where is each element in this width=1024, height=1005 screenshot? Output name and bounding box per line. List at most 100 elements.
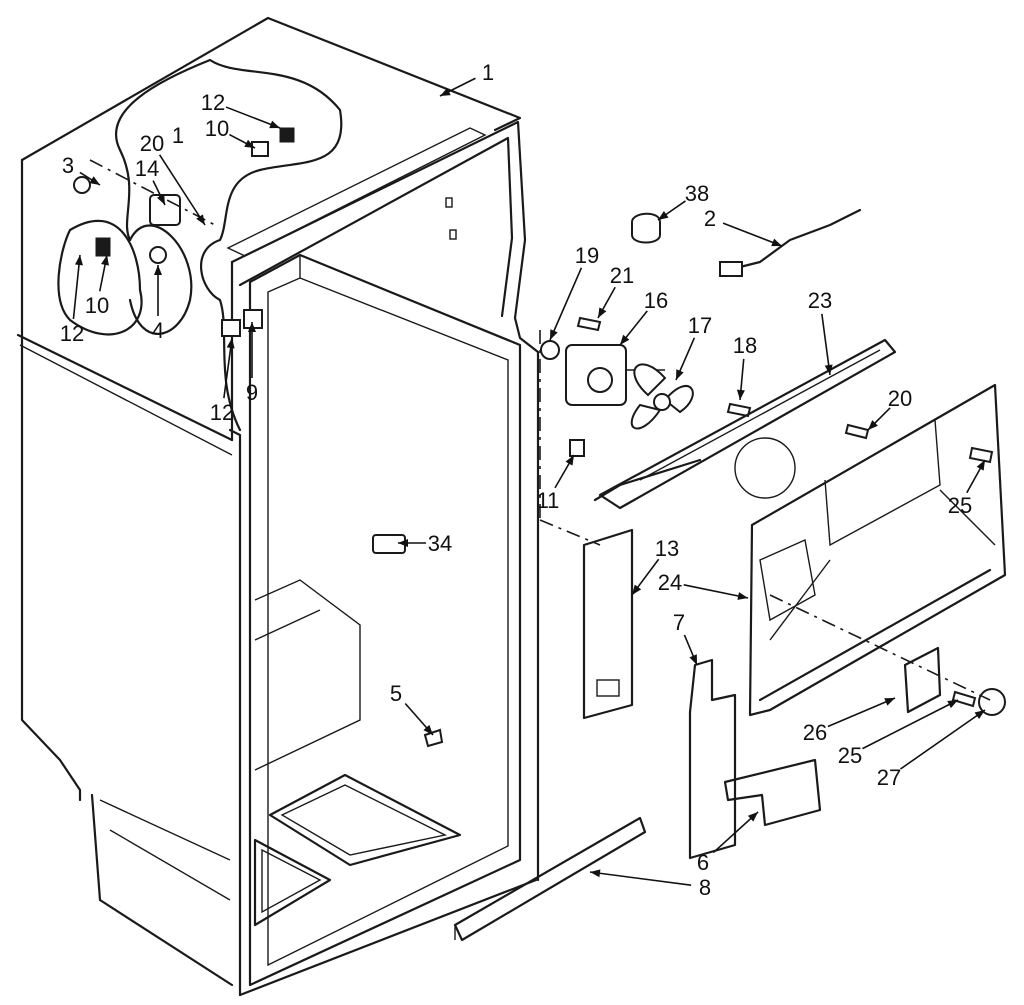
callout-label: 1 [482,60,494,85]
leader-arrowhead [658,211,669,220]
leader-line [722,222,783,247]
clip-11 [569,439,585,457]
callout-label: 19 [575,243,599,268]
leader-arrowhead [598,307,607,318]
callout-label: 10 [85,293,109,318]
plate-6 [723,758,822,827]
leader-arrowhead [620,334,630,345]
leader-line [821,313,831,376]
callout-label: 12 [201,90,225,115]
plate-26 [903,646,942,714]
callout-label: 27 [877,765,901,790]
clip-12-top [279,127,295,143]
leader-arrowhead [771,238,782,247]
callout-label: 12 [210,400,234,425]
fan-motor-16 [565,344,665,406]
callout-label: 3 [62,153,74,178]
callout-label: 10 [205,116,229,141]
knob-27 [978,688,1006,716]
leader-arrowhead [689,654,697,665]
leader-line [900,709,986,770]
leader-arrowhead [747,812,758,822]
harness-plug [719,261,743,277]
bracket-7 [688,658,737,860]
callout-label: 26 [803,720,827,745]
callout-label: 25 [838,743,862,768]
callout-label: 2 [704,206,716,231]
grommet-19 [540,340,560,360]
cover-24 [748,383,1007,717]
cabinet [16,16,522,997]
callout-label: 20 [888,386,912,411]
leader-arrowhead [75,255,83,266]
leader-arrowhead [676,369,684,380]
leader-arrowhead [244,139,255,148]
part-5 [423,728,444,748]
part-4 [149,246,167,264]
clip-10-top [251,141,269,157]
shroud-23 [593,338,897,510]
harness-2 [718,208,862,274]
leader-arrowhead [226,338,235,349]
front-frame [226,120,540,997]
leader-arrowhead [632,584,642,595]
leader-arrowhead [398,539,408,547]
callout-label: 9 [246,380,258,405]
leader-arrowhead [248,322,256,332]
leader-arrowhead [157,194,165,205]
fan-blade-17 [630,363,694,430]
leader-line [827,697,896,728]
callout-label: 20 [140,131,164,156]
part-34 [372,534,406,554]
leader-line [862,699,959,750]
screw-25-lower [951,690,977,708]
switch-14 [149,194,181,226]
screw-25-upper [968,446,994,464]
callout-label: 13 [655,536,679,561]
leader-arrowhead [101,255,109,266]
leader-line [223,337,233,399]
callout-label: 1 [172,123,184,148]
callout-label: 21 [610,263,634,288]
leader-line [589,871,692,886]
screw-20 [844,423,870,440]
callout-label: 8 [699,875,711,900]
callout-label: 24 [658,570,682,595]
screw-18 [726,402,752,418]
callout-label: 25 [948,493,972,518]
callout-label: 38 [685,181,709,206]
rail-8 [453,816,647,942]
part-3 [73,176,91,194]
leader-line [549,267,583,341]
callout-label: 17 [688,313,712,338]
leader-arrowhead [884,698,895,706]
leader-arrowhead [269,120,280,129]
callout-label: 16 [644,288,668,313]
leader-arrowhead [737,592,748,600]
leader-arrowhead [550,329,558,340]
screw-21 [576,316,602,332]
callout-label: 34 [428,531,452,556]
leader-arrowhead [736,389,745,400]
leader-arrowhead [440,87,451,96]
callout-label: 14 [135,156,159,181]
callout-label: 11 [537,488,560,513]
leader-arrowhead [868,420,878,430]
knob-38 [631,212,661,244]
callout-label: 5 [390,681,402,706]
leader-line [712,811,759,854]
clip-10-left [95,237,111,257]
leader-arrowhead [976,460,985,471]
leader-arrowhead [196,214,205,225]
leader-line [72,254,81,320]
leader-arrowhead [423,724,433,735]
callout-label: 4 [152,318,164,343]
callout-label: 18 [733,333,757,358]
leader-line [683,584,749,599]
leader-arrowhead [590,869,601,878]
leader-line [158,154,206,226]
leader-arrowhead [154,265,162,275]
callout-label: 23 [808,288,832,313]
